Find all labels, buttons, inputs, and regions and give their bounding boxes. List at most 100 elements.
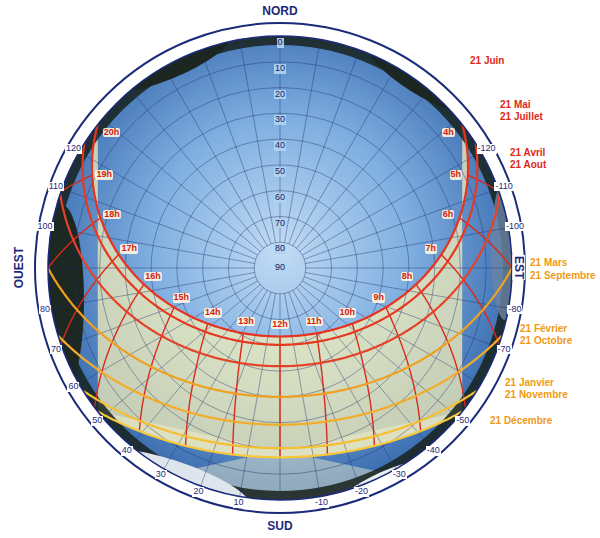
sunlit-band [92, 124, 468, 457]
altitude-ring [254, 242, 306, 294]
altitude-number: 60 [274, 193, 286, 203]
azimuth-line [289, 50, 360, 244]
azimuth-number: -40 [426, 446, 441, 456]
hour-label: 15h [173, 293, 191, 303]
azimuth-line [300, 285, 458, 418]
azimuth-line [306, 268, 512, 269]
sky-view [40, 19, 519, 529]
date-label: 21 Aout [510, 159, 546, 170]
date-label: 21 Janvier [505, 377, 554, 388]
sun-paths [48, 124, 512, 457]
date-label: 21 Novembre [505, 389, 568, 400]
cardinal-label: OUEST [13, 247, 26, 288]
sun-path-curve [83, 143, 478, 344]
azimuth-number: -100 [505, 222, 525, 232]
azimuth-line [285, 40, 321, 243]
hour-label: 7h [425, 244, 438, 254]
azimuth-number: 10 [233, 498, 245, 508]
sun-path-curve [83, 391, 477, 448]
date-label: 21 Décembre [490, 415, 552, 426]
hour-label: 11h [306, 317, 323, 327]
azimuth-number: -80 [507, 305, 522, 315]
outer-rim [35, 23, 525, 513]
azimuth-line [201, 50, 272, 244]
hour-label: 17h [120, 244, 138, 254]
hour-label: 14h [204, 308, 222, 318]
azimuth-line [302, 281, 481, 384]
azimuth-number: -10 [314, 498, 329, 508]
snow-area [333, 445, 467, 523]
sun-path-curve [60, 194, 499, 367]
date-label: 21 Mai [500, 99, 531, 110]
azimuth-line [79, 281, 258, 384]
date-label: 21 Mars [530, 257, 567, 268]
hour-label: 10h [339, 308, 357, 318]
sun-path-curve [58, 336, 502, 425]
hour-label: 9h [372, 293, 385, 303]
azimuth-number: -20 [354, 487, 369, 497]
sun-path-curve [98, 412, 462, 458]
azimuth-number: -110 [494, 182, 513, 192]
azimuth-number: 110 [48, 182, 64, 192]
azimuth-number: -70 [497, 345, 512, 355]
azimuth-line [48, 268, 254, 269]
hour-line [95, 284, 144, 407]
date-label: 21 Octobre [520, 335, 572, 346]
date-label: 21 Juin [470, 55, 504, 66]
azimuth-line [62, 189, 256, 260]
hour-label: 13h [237, 317, 255, 327]
date-label: 21 Avril [510, 147, 545, 158]
tree-silhouette [361, 33, 480, 124]
date-label: 21 Septembre [530, 270, 596, 281]
azimuth-line [304, 189, 498, 260]
hour-label: 5h [450, 170, 463, 180]
hour-label: 18h [103, 210, 121, 220]
azimuth-line [164, 67, 267, 246]
altitude-number: 80 [274, 244, 286, 254]
azimuth-line [131, 90, 264, 248]
azimuth-number: 20 [192, 487, 204, 497]
altitude-number: 10 [274, 64, 286, 74]
altitude-number: 20 [274, 90, 286, 100]
azimuth-number: 100 [37, 222, 54, 232]
tree-silhouette [40, 205, 84, 395]
azimuth-number: 80 [39, 305, 51, 315]
altitude-number: 90 [274, 263, 286, 273]
hour-label: 8h [401, 272, 414, 282]
snow-area [82, 435, 257, 529]
azimuth-number: -120 [477, 144, 497, 154]
hour-label: 12h [271, 320, 289, 330]
altitude-number: 0 [277, 38, 284, 48]
azimuth-line [297, 90, 430, 248]
azimuth-number: 30 [155, 470, 167, 480]
altitude-number: 30 [274, 115, 286, 125]
hour-label: 4h [442, 128, 455, 138]
ridge-silhouette [491, 180, 519, 320]
sky-grid [48, 36, 512, 500]
tree-silhouette [93, 19, 236, 105]
azimuth-line [293, 67, 396, 246]
date-label: 21 Février [520, 323, 567, 334]
azimuth-number: 70 [50, 345, 62, 355]
date-label: 21 Juillet [500, 111, 543, 122]
sun-path-curve [48, 268, 512, 397]
azimuth-line [79, 152, 258, 255]
azimuth-line [240, 40, 276, 243]
horizon-silhouettes [40, 19, 519, 529]
azimuth-number: 50 [91, 416, 103, 426]
azimuth-line [102, 285, 260, 418]
cardinal-label: SUD [267, 520, 292, 533]
hour-label: 16h [144, 272, 162, 282]
horizon-circle [48, 36, 512, 500]
azimuth-line [102, 119, 260, 252]
azimuth-line [302, 152, 481, 255]
cardinal-label: NORD [262, 5, 297, 18]
azimuth-line [300, 119, 458, 252]
altitude-number: 70 [274, 219, 286, 229]
hour-label: 20h [103, 128, 121, 138]
azimuth-number: -50 [455, 416, 470, 426]
hour-line [416, 284, 465, 407]
azimuth-number: 120 [65, 144, 82, 154]
hour-label: 6h [442, 210, 455, 220]
